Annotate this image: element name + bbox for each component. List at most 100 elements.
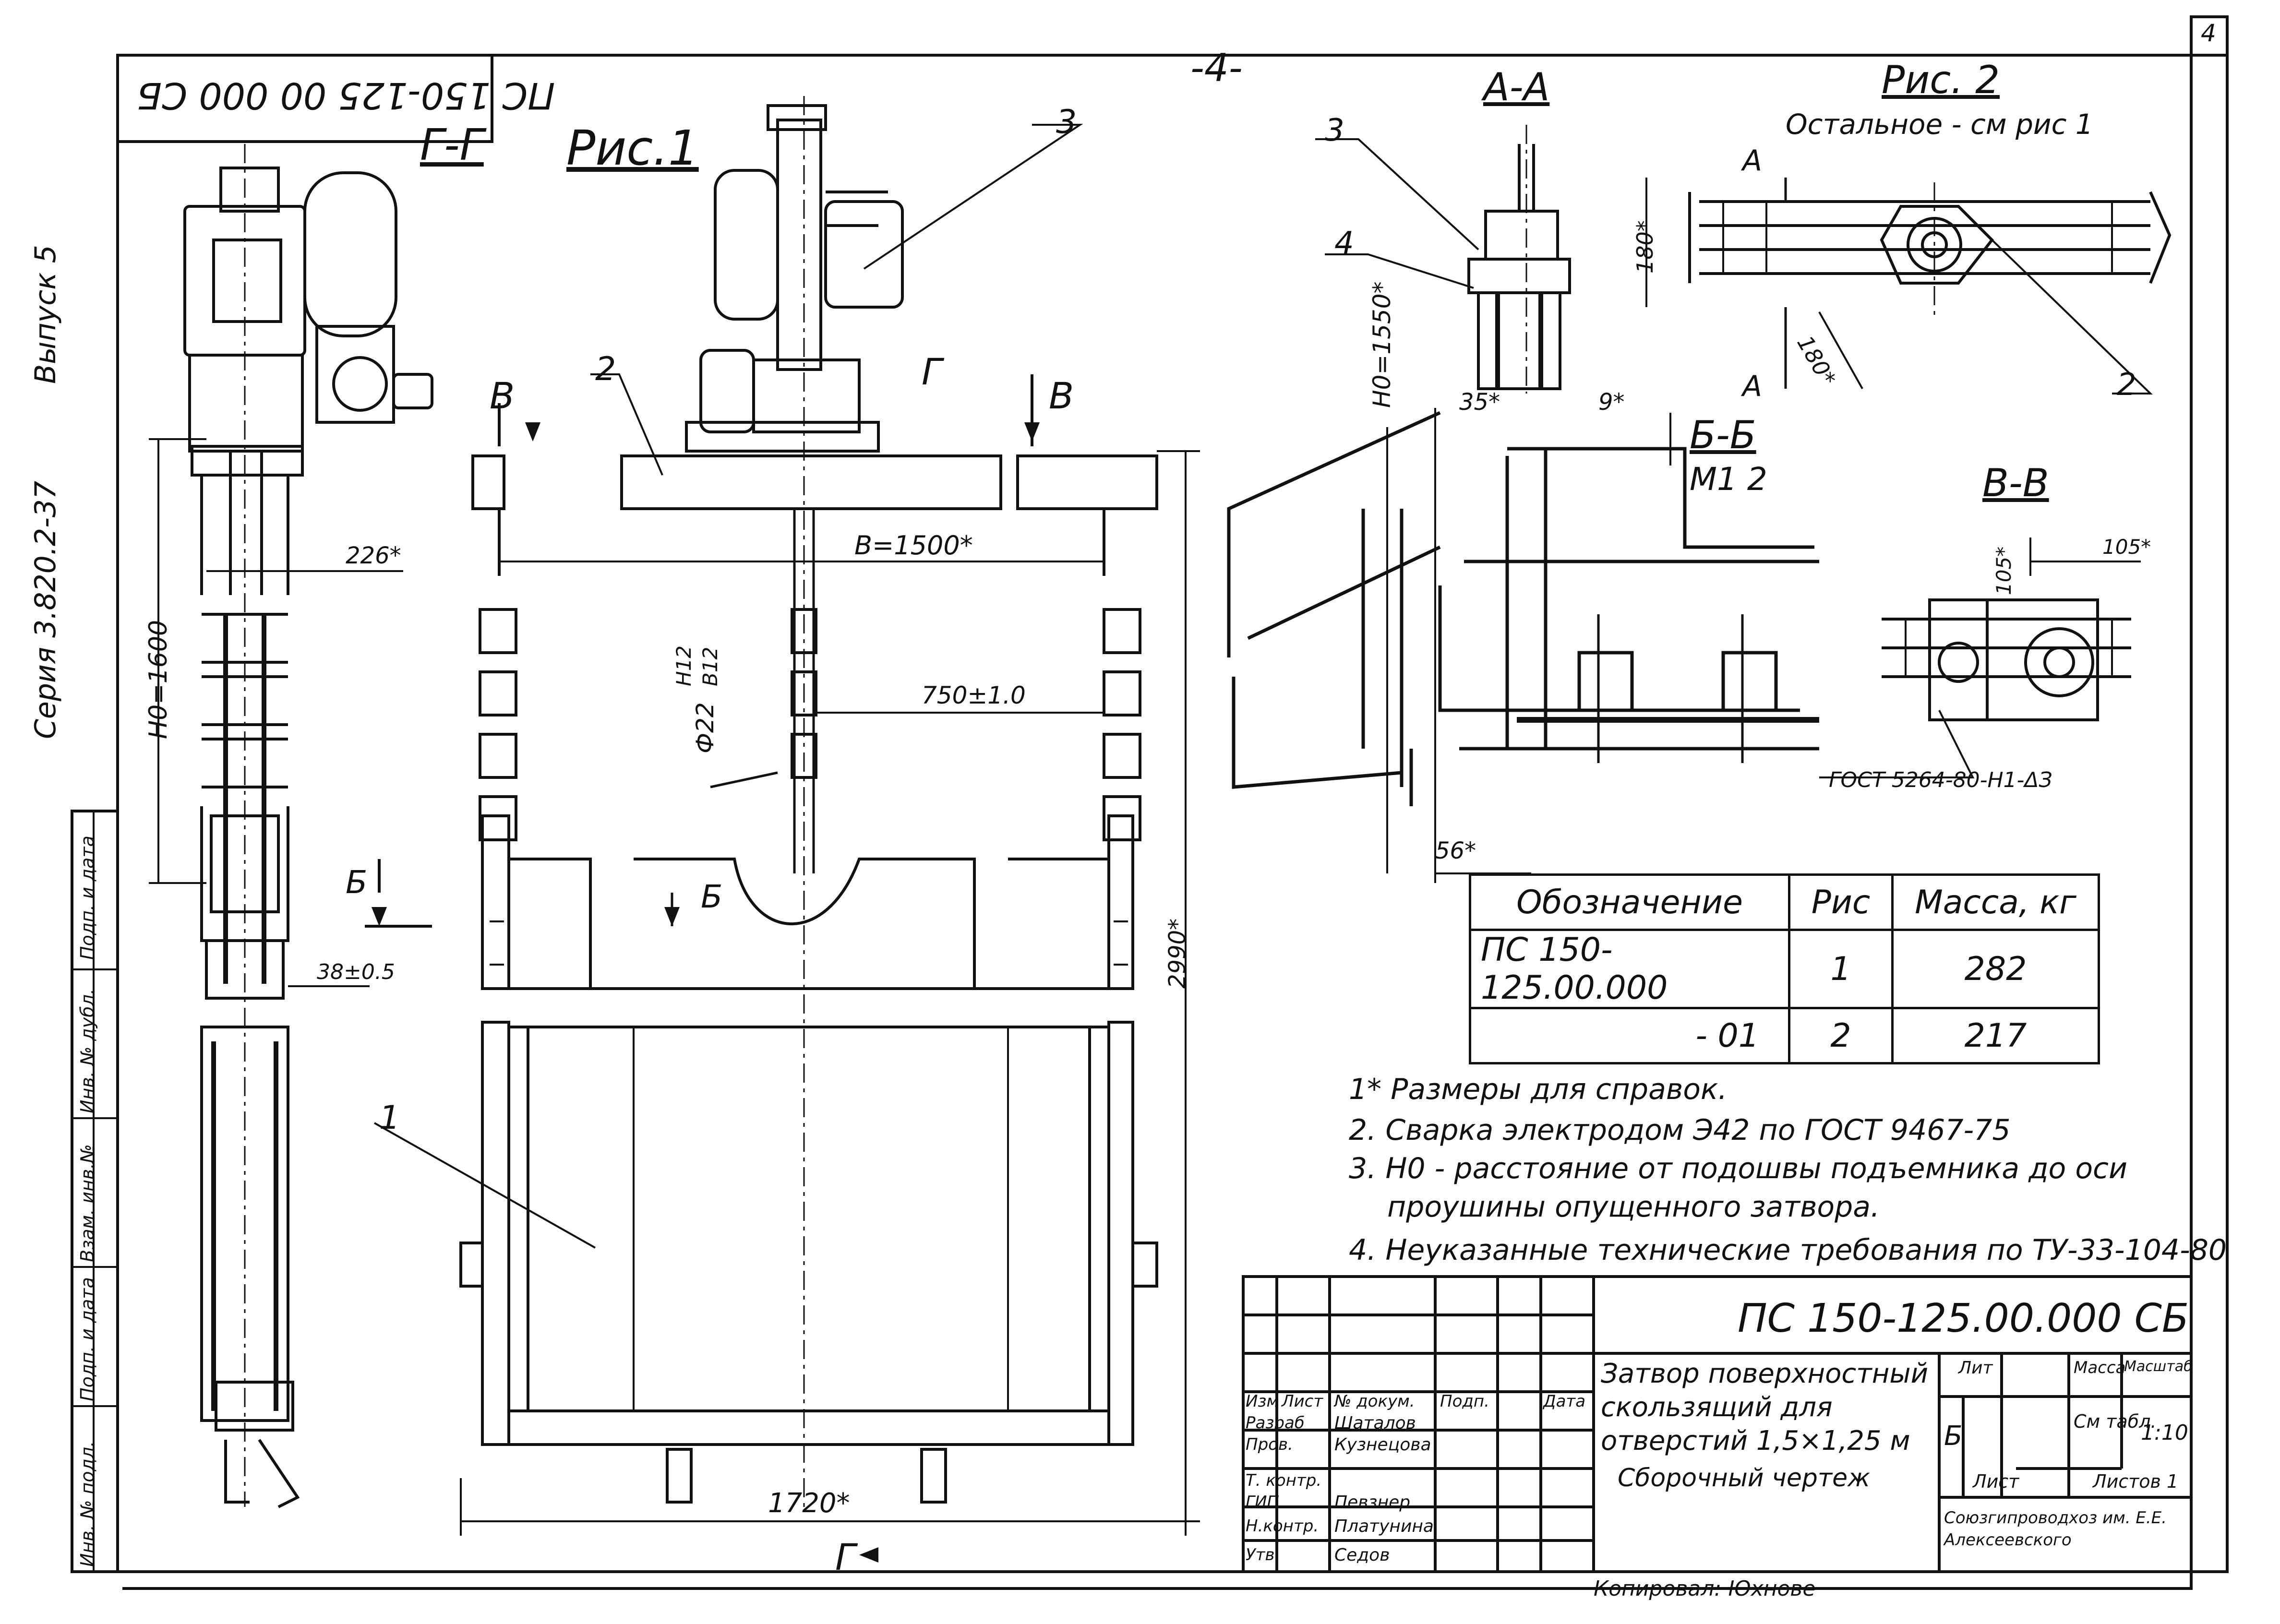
cut-mark-v-left: В (490, 374, 515, 417)
dim-750: 750±1.0 (922, 681, 1026, 709)
view-bb-scale: М1 2 (1690, 461, 1767, 498)
cut-mark-a-top: А (1742, 144, 1763, 178)
page-number: -4- (1190, 46, 1243, 90)
cut-mark-a-bottom: А (1742, 370, 1763, 403)
callout-1-ris1: 1 (379, 1099, 400, 1137)
dim-b1500: В=1500* (854, 530, 973, 561)
view-bb-title: Б-Б (1690, 413, 1756, 457)
tb-name-1: Шаталов (1334, 1413, 1416, 1433)
tb-name-2: Кузнецова (1334, 1435, 1431, 1455)
tb-name-4: Певзнер (1334, 1493, 1411, 1512)
view-ris1 (459, 104, 1200, 1536)
dim-h12: Н12 (672, 645, 696, 686)
dim-35: 35* (1459, 389, 1500, 416)
cut-mark-b-gg: Б (346, 864, 368, 901)
tb-role-2: Пров. (1246, 1435, 1293, 1454)
view-ris1-title: Рис.1 (566, 120, 699, 176)
callout-3-ris1: 3 (1056, 103, 1077, 141)
dim-h1550: Н0=1550* (1368, 281, 1396, 408)
view-ris2 (1645, 178, 2172, 389)
copied-by: Копировал: Юхнове (1594, 1576, 1816, 1601)
tb-sheets-label: Листов 1 (2093, 1471, 2179, 1492)
stamp-box (116, 54, 493, 143)
view-aa-title: А-А (1483, 65, 1550, 109)
tb-role-4: ГИП (1246, 1493, 1279, 1512)
view-vv-title: В-В (1982, 461, 2049, 505)
left-strip-cell-2: Инв. № дубл. (77, 989, 98, 1113)
tb-organization: Союзгипроводхоз им. Е.Е. Алексеевского (1944, 1508, 2167, 1550)
series-label: Серия 3.820.2-37 (29, 480, 62, 739)
spec-row-1-fig: 1 (1788, 929, 1894, 1009)
gost-bolt-label: ГОСТ 5264-80-Н1-ΔЗ (1829, 768, 2052, 792)
dim-b12: В12 (698, 646, 722, 686)
spec-row-1-designation: ПС 150-125.00.000 (1469, 929, 1790, 1009)
tb-lit-value: Б (1944, 1421, 1963, 1452)
tb-name-5: Платунина (1334, 1517, 1434, 1536)
spec-row-2-fig: 2 (1788, 1007, 1894, 1064)
title-block-name-4: Сборочный чертеж (1618, 1464, 1870, 1493)
view-bb (1227, 408, 1819, 883)
tb-mass-value: См табл. (2074, 1411, 2157, 1432)
tb-role-6: Утв. (1246, 1545, 1280, 1564)
note-3-cont: проушины опущенного затвора. (1387, 1190, 1880, 1224)
cut-mark-g-top: Г (922, 350, 942, 393)
tb-lit-label: Лит (1958, 1358, 1993, 1378)
left-strip-cell-5: Инв. № подл. (77, 1441, 98, 1567)
spec-row-2-designation: - 01 (1469, 1007, 1790, 1064)
issue-label: Выпуск 5 (29, 245, 62, 384)
spec-row-2-mass: 217 (1891, 1007, 2100, 1064)
title-block-name-3: отверстий 1,5×1,25 м (1601, 1425, 1910, 1457)
outer-frame (122, 17, 2193, 1590)
title-block-name-2: скользящий для (1601, 1392, 1833, 1423)
tb-header-doc: № докум. (1334, 1392, 1415, 1411)
tb-scale-label: Масштаб (2124, 1358, 2193, 1375)
dim-1720: 1720* (768, 1488, 850, 1519)
spec-header-mass: Масса, кг (1891, 873, 2100, 931)
spec-row-1-mass: 282 (1891, 929, 2100, 1009)
tb-header-izm: Изм (1246, 1392, 1279, 1411)
title-block-code: ПС 150-125.00.000 СБ (1738, 1296, 2189, 1341)
tb-header-date: Дата (1543, 1392, 1586, 1411)
callout-2-ris1: 2 (595, 350, 616, 388)
sheet-number-box (2190, 15, 2229, 57)
stamp-code: ПС 150-125 00 000 СБ (137, 74, 555, 117)
dim-105-b: 105* (2102, 535, 2151, 559)
view-ris2-title: Рис. 2 (1882, 58, 2000, 102)
cut-mark-b-ris1: Б (701, 878, 723, 915)
tb-header-sign: Подп. (1440, 1392, 1489, 1411)
spec-header-fig: Рис (1788, 873, 1894, 931)
tb-role-3: Т. контр. (1246, 1471, 1322, 1490)
dim-180-a: 180* (1632, 220, 1658, 274)
sheet-number: 4 (2201, 19, 2216, 47)
spec-table: Обозначение Рис Масса, кг ПС 150-125.00.… (1469, 873, 2100, 1064)
callout-2-ris2: 2 (2117, 367, 2136, 403)
cut-mark-v-right: В (1049, 374, 1074, 417)
dim-226: 226* (346, 542, 401, 569)
view-aa (1386, 144, 1571, 873)
cut-mark-g-bottom: Г (835, 1536, 856, 1578)
note-3: 3. Н0 - расстояние от подошвы подъемника… (1349, 1152, 2128, 1185)
tb-mass-label: Масса (2074, 1358, 2126, 1377)
note-4: 4. Неуказанные технические требования по… (1349, 1233, 2227, 1267)
title-block-name-1: Затвор поверхностный (1601, 1358, 1928, 1389)
dim-phi22: Ф22 (691, 702, 719, 753)
dim-9: 9* (1598, 389, 1625, 416)
tb-header-list: Лист (1282, 1392, 1323, 1411)
left-strip-cell-1: Подп. и дата (77, 836, 98, 960)
left-strip-cell-4: Подп. и дата (77, 1277, 98, 1401)
view-gg-title: Г-Г (420, 120, 484, 170)
dim-h1600: Н0=1600 (144, 620, 173, 739)
spec-header-designation: Обозначение (1469, 873, 1790, 931)
tb-role-1: Разраб (1246, 1413, 1305, 1433)
dim-38: 38±0.5 (317, 960, 395, 984)
left-strip-cell-3: Взам. инв.№ (77, 1144, 98, 1262)
dim-105-a: 105* (1992, 546, 2016, 595)
view-ris2-note: Остальное - см рис 1 (1786, 108, 2093, 141)
note-2: 2. Сварка электродом Э42 по ГОСТ 9467-75 (1349, 1113, 2011, 1147)
tb-sheet-label: Лист (1973, 1471, 2019, 1492)
view-vv (1819, 537, 2141, 778)
tb-name-6: Седов (1334, 1545, 1390, 1565)
callout-3-aa: 3 (1325, 113, 1344, 148)
